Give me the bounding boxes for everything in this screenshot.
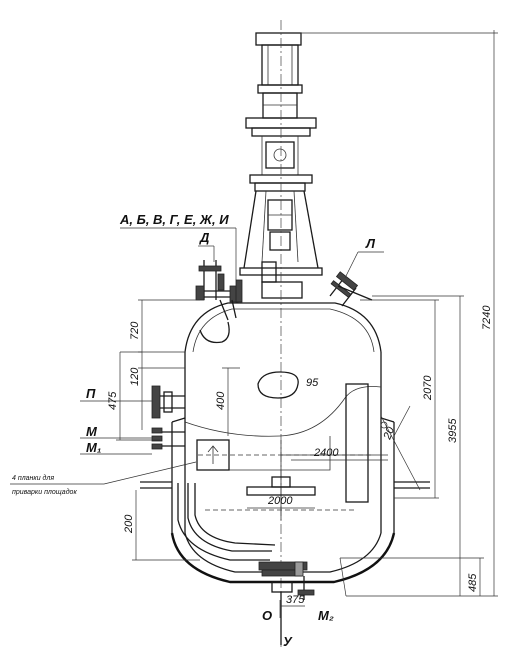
- dim-2400: 2400: [313, 447, 339, 459]
- dimension-lines: [10, 30, 498, 607]
- dim-400: 400: [215, 391, 227, 410]
- vessel-body: [170, 302, 396, 584]
- dim-485: 485: [467, 573, 479, 592]
- dim-475: 475: [107, 391, 119, 410]
- nozzle-m: [151, 427, 185, 450]
- label-m2: М₂: [318, 608, 334, 623]
- dim-7240: 7240: [481, 305, 493, 330]
- dim-120: 120: [129, 367, 141, 386]
- note-line-2: приварки площадок: [12, 488, 77, 496]
- bottom-outlet: [258, 561, 315, 645]
- label-d: Д: [199, 230, 210, 245]
- motor-drive: [245, 32, 317, 192]
- dim-375: 375: [286, 594, 305, 606]
- label-o: О: [262, 608, 272, 623]
- label-top-group: А, Б, В, Г, Е, Ж, И: [119, 212, 229, 227]
- top-nozzle-group: [195, 260, 243, 321]
- nozzle-p: [151, 385, 185, 419]
- label-u: У: [283, 634, 293, 649]
- nozzle-l: [329, 271, 373, 307]
- label-m: М: [86, 424, 98, 439]
- label-leaders: [80, 227, 384, 618]
- note-line-1: 4 планки для: [12, 474, 54, 482]
- dim-720: 720: [129, 321, 141, 340]
- dim-3955: 3955: [447, 418, 459, 443]
- label-l: Л: [365, 236, 376, 251]
- drive-support-stand: [239, 190, 323, 299]
- label-p: П: [86, 386, 96, 401]
- dim-95: 95: [306, 377, 319, 389]
- dim-2000: 2000: [267, 495, 293, 507]
- label-m1: М₁: [86, 440, 101, 455]
- dim-200: 200: [123, 514, 135, 534]
- dim-20: 20: [381, 425, 397, 442]
- dim-2070: 2070: [422, 375, 434, 401]
- support-brackets: [140, 481, 430, 489]
